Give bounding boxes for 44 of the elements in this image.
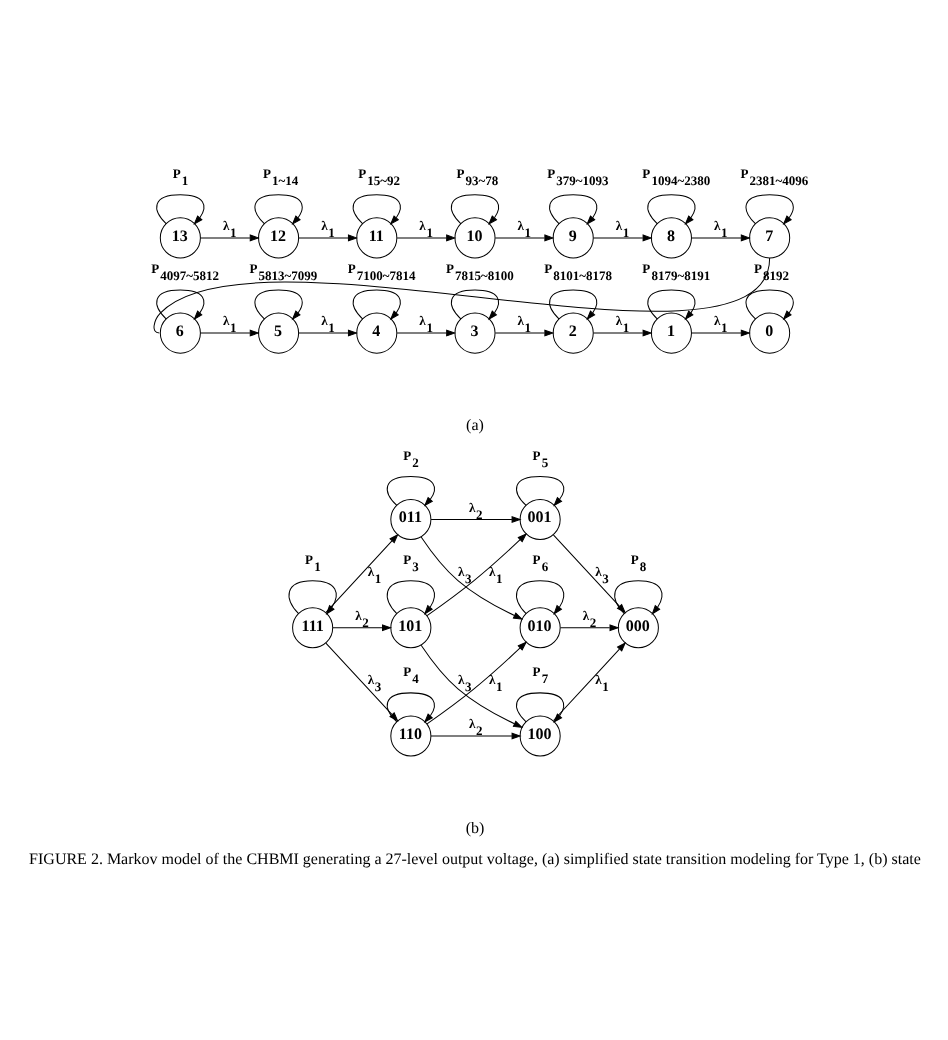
arrow <box>690 233 749 241</box>
arrow <box>548 193 597 224</box>
arrow <box>613 579 662 614</box>
arrow <box>155 193 204 224</box>
arrow <box>429 731 520 739</box>
arrow <box>385 691 434 722</box>
arrow <box>395 233 455 241</box>
arrow <box>515 579 564 614</box>
arrow <box>646 288 695 319</box>
arrow <box>559 623 618 631</box>
arrow <box>744 288 793 319</box>
label: (a) <box>465 415 483 434</box>
arrow <box>493 328 553 336</box>
arrow <box>646 193 695 224</box>
connector <box>152 256 770 333</box>
arrow <box>551 533 625 612</box>
arrow <box>331 623 391 631</box>
arrow <box>351 288 400 319</box>
arrow <box>385 579 434 614</box>
arrow <box>449 193 499 224</box>
arrow <box>548 288 597 319</box>
arrow <box>744 193 793 224</box>
arrow <box>592 233 651 241</box>
arrow <box>287 579 336 614</box>
arrow <box>515 474 564 505</box>
arrow <box>449 288 499 319</box>
arrow <box>592 328 651 336</box>
arrow <box>324 533 398 612</box>
arrow <box>429 515 520 522</box>
arrow <box>690 328 749 336</box>
arrow <box>253 193 302 224</box>
arrow <box>155 288 204 319</box>
arrow <box>199 328 258 336</box>
label: (b) <box>464 817 484 836</box>
arrow <box>324 641 397 721</box>
arrow <box>199 233 258 241</box>
arrow <box>385 474 434 505</box>
arrow <box>351 193 400 224</box>
arrow <box>493 233 553 241</box>
caption: FIGURE 2. Markov model of the CHBMI generating a 27-level output voltage, (a) simplified state transition modeling for Type 1, (b) state <box>28 849 920 868</box>
arrow <box>253 288 302 319</box>
arrow <box>297 328 356 336</box>
arrow <box>297 233 356 241</box>
arrow <box>395 328 455 336</box>
